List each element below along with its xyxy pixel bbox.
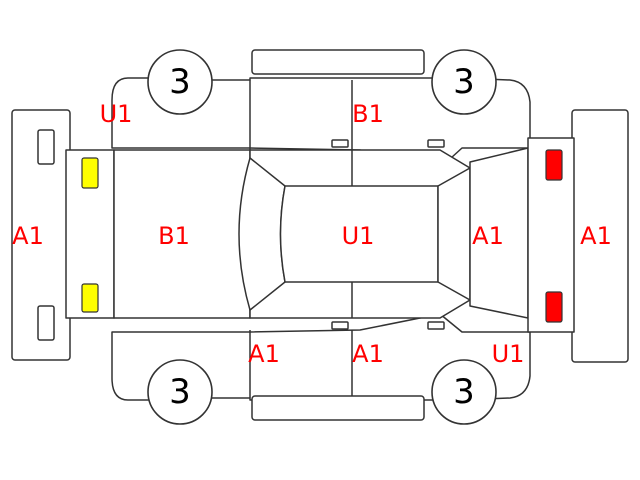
hood (113, 149, 251, 319)
damage-labels: A1 U1 B1 B1 U1 A1 A1 A1 A1 U1 (12, 100, 612, 368)
front-light-top (81, 157, 99, 189)
side-step-bottom (251, 395, 425, 421)
wheel-top-right-rating: 3 (453, 62, 475, 102)
damage-right-rear-door: A1 (352, 340, 384, 368)
wheel-bottom-right-rating: 3 (453, 372, 475, 412)
damage-left-front-fender: U1 (100, 100, 133, 128)
rear-light-bottom (545, 291, 563, 323)
damage-roof: U1 (342, 222, 375, 250)
car-side-bottom (111, 313, 531, 421)
car-side-top (111, 49, 531, 169)
side-step-top (251, 49, 425, 75)
roof (279, 185, 439, 283)
damage-rear-bumper: A1 (580, 222, 612, 250)
rear-light-top (545, 149, 563, 181)
wheel-bottom-left: 3 (147, 359, 213, 425)
rear-glass (437, 167, 471, 301)
lights (81, 149, 563, 323)
damage-rear-window: A1 (472, 222, 504, 250)
damage-hood: B1 (158, 222, 190, 250)
damage-left-rear-door: B1 (352, 100, 384, 128)
damage-right-front-door: A1 (248, 340, 280, 368)
windshield (238, 157, 286, 311)
front-light-bottom (81, 283, 99, 313)
damage-right-rear-fender: U1 (492, 340, 525, 368)
car-top-view (65, 137, 575, 333)
wheel-top-left: 3 (147, 49, 213, 115)
damage-front-bumper: A1 (12, 222, 44, 250)
wheel-top-right: 3 (431, 49, 497, 115)
wheel-bottom-right: 3 (431, 359, 497, 425)
wheel-top-left-rating: 3 (169, 62, 191, 102)
wheel-bottom-left-rating: 3 (169, 372, 191, 412)
